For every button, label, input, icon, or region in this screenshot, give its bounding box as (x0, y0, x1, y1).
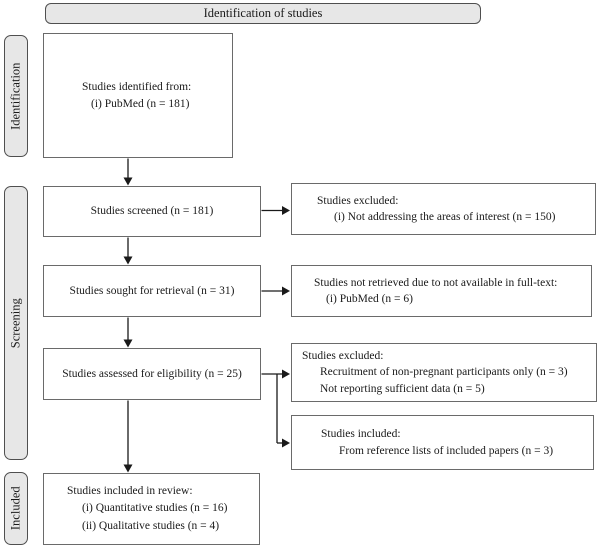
banner-identification-of-studies: Identification of studies (45, 3, 481, 24)
arrow-sought-to-not-retrieved (261, 286, 290, 296)
box-studies-excluded-screening: Studies excluded: (i) Not addressing the… (291, 183, 596, 235)
box-studies-assessed-label: Studies assessed for eligibility (n = 25… (62, 367, 242, 380)
stage-label-identification: Identification (8, 62, 23, 130)
stage-label-included: Included (8, 486, 23, 531)
box-excluded-eligibility-item-2: Not reporting sufficient data (n = 5) (320, 382, 485, 395)
box-studies-identified: Studies identified from: (i) PubMed (n =… (43, 33, 233, 158)
box-studies-assessed: Studies assessed for eligibility (n = 25… (43, 348, 261, 400)
stage-tab-included: Included (4, 472, 28, 545)
stage-label-screening: Screening (8, 298, 23, 348)
box-studies-identified-title: Studies identified from: (82, 81, 192, 93)
box-studies-included-reference: Studies included: From reference lists o… (291, 415, 594, 470)
box-studies-included-review: Studies included in review: (i) Quantita… (43, 473, 260, 545)
arrow-assessed-to-excluded-eligibility (261, 369, 290, 379)
box-excluded-eligibility-title: Studies excluded: (302, 349, 384, 362)
box-studies-sought: Studies sought for retrieval (n = 31) (43, 265, 261, 317)
box-included-review-title: Studies included in review: (67, 484, 193, 497)
box-studies-screened-label: Studies screened (n = 181) (90, 205, 214, 218)
box-excluded-screening-title: Studies excluded: (317, 194, 399, 207)
banner-label: Identification of studies (203, 6, 323, 20)
box-studies-sought-label: Studies sought for retrieval (n = 31) (69, 284, 235, 297)
box-included-reference-title: Studies included: (321, 428, 401, 440)
arrow-screened-to-excluded (261, 206, 290, 215)
arrow-assessed-to-included (123, 400, 133, 473)
box-excluded-screening-item-1: (i) Not addressing the areas of interest… (334, 211, 556, 223)
arrow-screened-to-sought (123, 237, 133, 265)
box-included-review-item-2: (ii) Qualitative studies (n = 4) (82, 519, 220, 532)
stage-tab-screening: Screening (4, 186, 28, 460)
box-included-reference-item-1: From reference lists of included papers … (339, 444, 554, 457)
box-studies-not-retrieved: Studies not retrieved due to not availab… (291, 265, 592, 317)
arrow-branch-to-included-reference (276, 374, 290, 448)
box-studies-screened: Studies screened (n = 181) (43, 186, 261, 237)
box-not-retrieved-item-1: (i) PubMed (n = 6) (326, 293, 413, 305)
box-not-retrieved-title: Studies not retrieved due to not availab… (314, 276, 558, 289)
box-excluded-eligibility-item-1: Recruitment of non-pregnant participants… (320, 366, 568, 379)
box-included-review-item-1: (i) Quantitative studies (n = 16) (82, 502, 228, 515)
stage-tab-identification: Identification (4, 35, 28, 157)
box-studies-excluded-eligibility: Studies excluded: Recruitment of non-pre… (291, 343, 597, 402)
box-studies-identified-item-1: (i) PubMed (n = 181) (91, 97, 190, 110)
arrow-sought-to-assessed (123, 317, 133, 348)
arrow-identified-to-screened (123, 158, 133, 186)
